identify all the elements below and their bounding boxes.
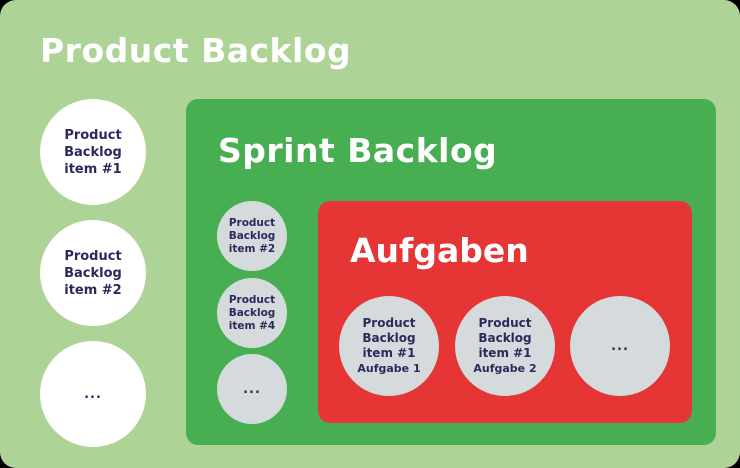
product-backlog-item-2: Product Backlog item #2 [40, 220, 146, 326]
product-backlog-title: Product Backlog [40, 31, 352, 70]
task-2: Product Backlog item #1 Aufgabe 2 [455, 296, 555, 396]
sprint-backlog-title: Sprint Backlog [218, 131, 498, 170]
sprint-backlog-item-2: Product Backlog item #2 [217, 201, 287, 271]
item-line: Product [228, 216, 276, 229]
more-label: ... [243, 381, 261, 397]
more-label: ... [84, 386, 102, 402]
item-line: Product [478, 316, 532, 330]
item-line: Backlog [64, 144, 122, 160]
item-line: Backlog [228, 306, 276, 319]
item-line: item #2 [64, 282, 122, 298]
item-line: Product [64, 248, 122, 264]
item-line: Backlog [362, 331, 416, 345]
item-line: item #1 [478, 346, 532, 360]
item-line: Product [64, 127, 122, 143]
item-line: item #1 [362, 346, 416, 360]
product-backlog-more: ... [40, 341, 146, 447]
product-backlog-item-1: Product Backlog item #1 [40, 99, 146, 205]
item-line: Product [362, 316, 416, 330]
task-label: Aufgabe 1 [357, 362, 421, 375]
sprint-backlog-item-4: Product Backlog item #4 [217, 278, 287, 348]
sprint-backlog-more: ... [217, 354, 287, 424]
task-label: Aufgabe 2 [473, 362, 537, 375]
item-line: Backlog [478, 331, 532, 345]
item-line: item #4 [228, 319, 276, 332]
item-line: Backlog [64, 265, 122, 281]
item-line: Product [228, 293, 276, 306]
item-line: item #2 [228, 242, 276, 255]
item-line: item #1 [64, 161, 122, 177]
item-line: Backlog [228, 229, 276, 242]
task-1: Product Backlog item #1 Aufgabe 1 [339, 296, 439, 396]
more-label: ... [611, 338, 629, 354]
tasks-more: ... [570, 296, 670, 396]
tasks-title: Aufgaben [350, 231, 529, 270]
